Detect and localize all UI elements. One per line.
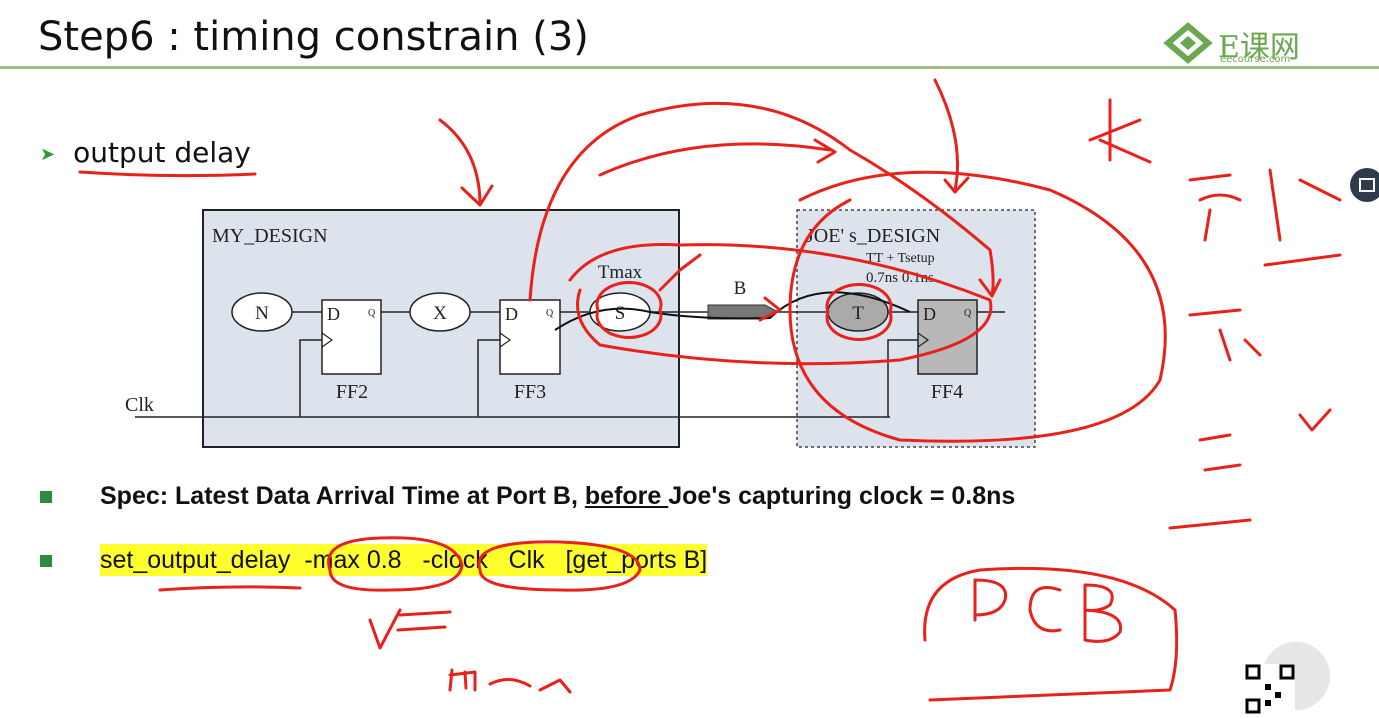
bullet-square-icon [40, 491, 52, 504]
ff2-q: Q [368, 308, 376, 319]
node-s-label: S [615, 303, 626, 324]
logo-subtext: eecourse.com [1220, 54, 1291, 65]
ff3-q: Q [546, 308, 554, 319]
node-n-label: N [255, 303, 269, 324]
port-b-label: B [734, 278, 747, 299]
joe-design-label: JOE' s_DESIGN [806, 225, 940, 247]
ff2-box [321, 299, 382, 375]
ff4-d: D [923, 304, 936, 324]
side-panel-button[interactable] [1350, 168, 1379, 202]
bullet-square-icon [40, 555, 52, 568]
qr-code-icon [1245, 664, 1295, 714]
command-text: set_output_delay -max 0.8 -clock Clk [ge… [100, 544, 708, 576]
bullet-output-delay-text: output delay [73, 136, 251, 169]
node-n [231, 292, 293, 332]
spec-prefix: Spec: Latest Data Arrival Time at Port B… [100, 482, 585, 510]
node-t-label: T [852, 303, 864, 324]
ff4-label: FF4 [931, 381, 963, 403]
port-b [707, 304, 780, 320]
logo-icon [1163, 22, 1213, 64]
spec-bullet: Spec: Latest Data Arrival Time at Port B… [40, 482, 1015, 511]
slide-title: Step6 : timing constrain (3) [38, 14, 589, 60]
tmax-label: Tmax [598, 262, 643, 283]
bullet-output-delay: ➤ output delay [40, 136, 251, 169]
tt-setup-label: TT + Tsetup [866, 251, 935, 266]
my-design-label: MY_DESIGN [212, 225, 328, 247]
bullet-arrow-icon: ➤ [40, 143, 56, 165]
tt-values-label: 0.7ns 0.1ns [866, 270, 934, 286]
node-x [409, 292, 471, 332]
ff2-label: FF2 [336, 381, 368, 403]
command-bullet: set_output_delay -max 0.8 -clock Clk [ge… [40, 544, 708, 576]
spec-suffix: Joe's capturing clock = 0.8ns [668, 482, 1016, 510]
logo: E课网 eecourse.com [1160, 20, 1335, 66]
logo-text: E课网 [1218, 30, 1300, 65]
node-x-label: X [433, 303, 447, 324]
spec-before: before [584, 482, 669, 510]
ff2-d: D [327, 304, 340, 324]
ff3-d: D [505, 304, 518, 324]
title-rule [0, 66, 1379, 69]
clk-label: Clk [125, 394, 154, 416]
ff4-q: Q [964, 308, 972, 319]
ff3-label: FF3 [514, 381, 546, 403]
side-panel-icon [1359, 178, 1375, 192]
